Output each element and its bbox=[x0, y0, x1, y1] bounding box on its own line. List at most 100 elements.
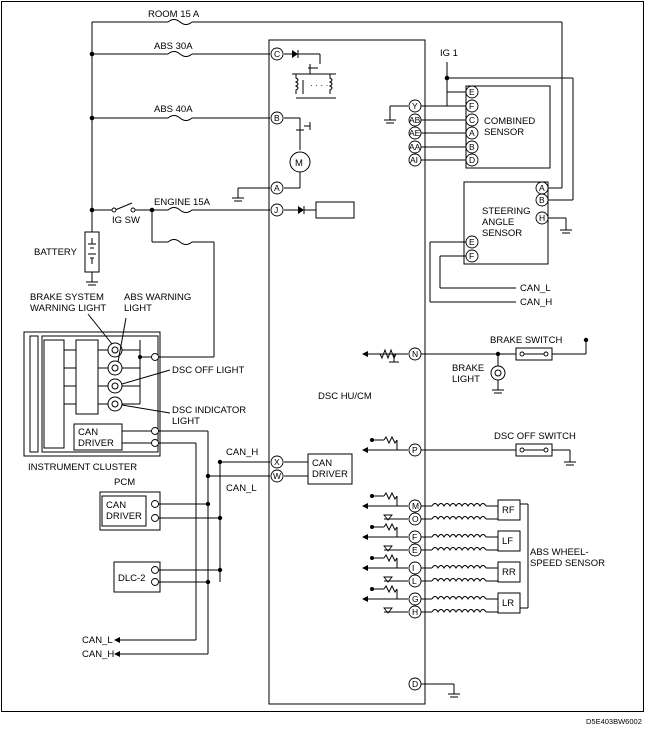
svg-text:RF: RF bbox=[502, 505, 515, 516]
combined-pin-e: E bbox=[465, 85, 479, 99]
steering-pin-a: A bbox=[535, 181, 549, 195]
steering-pin-e: E bbox=[465, 235, 479, 249]
dsc-hu-cm-box bbox=[268, 39, 426, 705]
dsc-pin-d: D bbox=[408, 677, 422, 691]
dsc-can-driver bbox=[307, 453, 353, 485]
engine-fuse-label: ENGINE 15A bbox=[154, 197, 211, 208]
dlc2-box bbox=[113, 561, 161, 593]
dsc-pin-p: P bbox=[408, 443, 422, 457]
dsc-pin-n: N bbox=[408, 347, 422, 361]
instrument-cluster-box bbox=[23, 331, 161, 457]
can-bus-wiring bbox=[120, 430, 308, 655]
svg-text:G: G bbox=[412, 594, 419, 604]
steering-can-h-label: CAN_H bbox=[520, 297, 552, 308]
svg-text:B: B bbox=[469, 142, 475, 152]
dsc-pin-c: C bbox=[270, 47, 284, 61]
svg-text:M: M bbox=[412, 501, 419, 511]
dsc-pin-l-rr: L bbox=[408, 574, 422, 588]
dsc-pin-g-lr: G bbox=[408, 592, 422, 606]
bottom-can-h-label: CAN_H bbox=[82, 649, 114, 660]
combined-pin-b: B bbox=[465, 140, 479, 154]
dsc-pin-ai: AI bbox=[408, 153, 422, 167]
dsc-pin-e-lf: E bbox=[408, 543, 422, 557]
dsc-pin-i-rr: I bbox=[408, 561, 422, 575]
steering-pin-h: H bbox=[535, 211, 549, 225]
relay-block bbox=[315, 201, 355, 219]
svg-text:P: P bbox=[412, 445, 418, 455]
dsc-pin-o-rf: O bbox=[408, 512, 422, 526]
svg-text:I: I bbox=[412, 563, 414, 573]
dsc-pin-ab: AB bbox=[408, 113, 422, 127]
dsc-pin-w: W bbox=[270, 469, 284, 483]
power-feed-wiring bbox=[91, 19, 563, 358]
svg-text:C: C bbox=[274, 49, 280, 59]
svg-text:F: F bbox=[469, 101, 474, 111]
wheel-sensor-group-label: ABS WHEEL-SPEED SENSOR bbox=[530, 547, 605, 569]
svg-text:B: B bbox=[539, 195, 545, 205]
combined-sensor-wiring bbox=[384, 105, 466, 161]
svg-text:A: A bbox=[274, 183, 280, 193]
svg-text:N: N bbox=[412, 349, 418, 359]
svg-text:F: F bbox=[412, 532, 417, 542]
svg-text:AI: AI bbox=[410, 155, 418, 165]
combined-sensor-box bbox=[465, 85, 551, 169]
wheel-speed-sensors: MO RF FE LF IL RR GH LR bbox=[362, 491, 521, 619]
combined-pin-c: C bbox=[465, 113, 479, 127]
dsc-pin-f-lf: F bbox=[408, 530, 422, 544]
svg-text:H: H bbox=[539, 213, 545, 223]
wheel-sensor-lr: LR bbox=[497, 592, 521, 614]
battery-symbol bbox=[84, 231, 100, 286]
battery-label: BATTERY bbox=[34, 247, 78, 258]
dsc-off-switch-label: DSC OFF SWITCH bbox=[494, 431, 576, 442]
dsc-pin-y: Y bbox=[408, 99, 422, 113]
svg-text:X: X bbox=[274, 457, 280, 467]
dlc2-label: DLC-2 bbox=[118, 573, 145, 584]
warning-lamp-icons bbox=[107, 342, 123, 412]
svg-text:LF: LF bbox=[502, 536, 513, 547]
cluster-wiring bbox=[64, 340, 152, 405]
svg-text:LR: LR bbox=[502, 598, 514, 609]
brake-switch-label: BRAKE SWITCH bbox=[490, 335, 562, 346]
dsc-pin-h-lr: H bbox=[408, 605, 422, 619]
dsc-can-l-label: CAN_L bbox=[226, 483, 257, 494]
pcm-box bbox=[99, 491, 161, 531]
wheel-sensor-rf: RF bbox=[497, 499, 521, 521]
ig-sw-label: IG SW bbox=[112, 215, 140, 226]
diagram-frame bbox=[1, 1, 644, 712]
combined-pin-d: D bbox=[465, 153, 479, 167]
wheel-sensor-lf: LF bbox=[497, 530, 521, 552]
wheel-sensor-rr: RR bbox=[497, 561, 521, 583]
dsc-can-h-label: CAN_H bbox=[226, 447, 258, 458]
svg-text:· · · ·: · · · · bbox=[310, 80, 328, 90]
bottom-can-l-label: CAN_L bbox=[82, 635, 113, 646]
svg-text:B: B bbox=[274, 113, 280, 123]
svg-text:E: E bbox=[412, 545, 418, 555]
svg-text:E: E bbox=[469, 87, 475, 97]
svg-text:W: W bbox=[273, 471, 281, 481]
dsc-pin-a: A bbox=[270, 181, 284, 195]
motor-label: M bbox=[295, 158, 303, 169]
cluster-can-driver bbox=[73, 423, 123, 451]
pcm-label: PCM bbox=[114, 477, 135, 488]
ig1-label: IG 1 bbox=[440, 48, 458, 59]
svg-text:Y: Y bbox=[412, 101, 418, 111]
svg-text:H: H bbox=[412, 607, 418, 617]
combined-pin-f: F bbox=[465, 99, 479, 113]
combined-pin-a: A bbox=[465, 126, 479, 140]
steering-angle-sensor-box bbox=[463, 181, 549, 265]
steering-sensor-wiring bbox=[429, 217, 572, 303]
dsc-hu-cm-label: DSC HU/CM bbox=[318, 391, 372, 402]
dsc-pin-j: J bbox=[270, 203, 284, 217]
dsc-pin-b: B bbox=[270, 111, 284, 125]
